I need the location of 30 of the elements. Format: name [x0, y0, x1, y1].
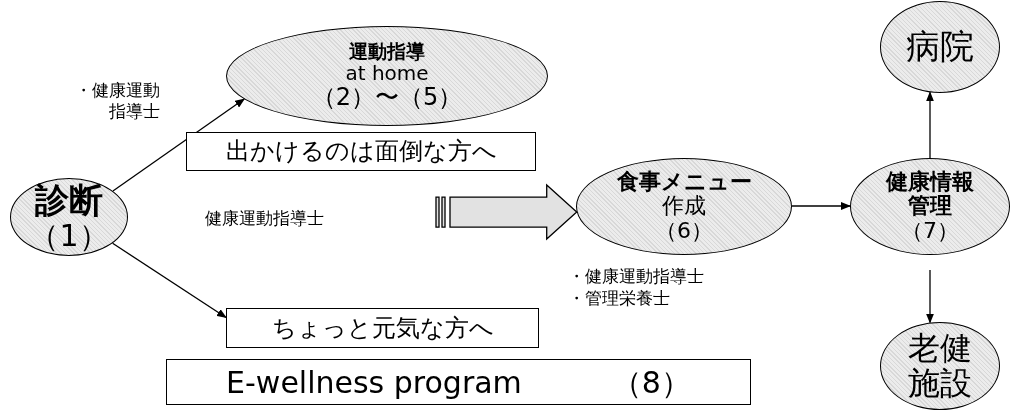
- note-text: ・管理栄養士: [568, 288, 670, 310]
- node-text: 管理: [908, 194, 952, 219]
- arrow: [926, 91, 934, 159]
- arrow: [111, 242, 227, 319]
- node-text: 運動指導: [349, 41, 425, 63]
- arrow: [926, 269, 934, 324]
- node-text: 出かけるのは面倒な方へ: [225, 138, 497, 165]
- note-text: ・健康運動指導士: [568, 266, 704, 288]
- text-box: [186, 132, 536, 171]
- note-text: ・健康運動指導士: [74, 80, 160, 123]
- node-text: （7）: [901, 218, 959, 243]
- node-text: 診断: [35, 181, 103, 220]
- node-text: ちょっと元気な方へ: [271, 314, 494, 342]
- node-text: （1）: [29, 219, 109, 253]
- node-text: 食事メニュー: [616, 170, 752, 195]
- node-text: （2）〜（5）: [311, 84, 463, 111]
- arrow: [112, 98, 245, 192]
- text-box: [226, 308, 539, 348]
- node-text: 老健施設: [908, 330, 972, 402]
- node-text: at home: [345, 62, 429, 85]
- note-text: 健康運動指導士: [205, 208, 324, 230]
- node-text: 健康情報: [886, 170, 974, 195]
- node-text: （8）: [611, 365, 691, 399]
- block-arrow: [435, 183, 578, 241]
- node-text: 作成: [662, 194, 706, 219]
- node-text: （6）: [655, 218, 713, 243]
- arrow: [791, 202, 851, 210]
- node-text: E-wellness program: [226, 365, 522, 399]
- node-text: 病院: [906, 28, 974, 66]
- text-box: [166, 359, 751, 405]
